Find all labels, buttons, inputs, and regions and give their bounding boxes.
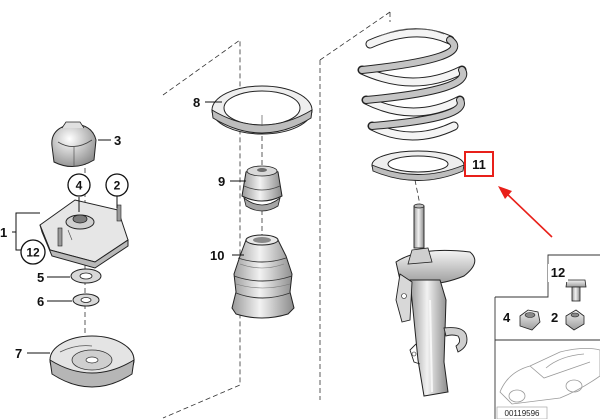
reference-number: 00119596 xyxy=(496,406,548,419)
part-1-strut-mount xyxy=(39,199,129,269)
svg-text:12: 12 xyxy=(26,246,40,260)
callout-7: 7 xyxy=(15,346,22,361)
svg-text:2: 2 xyxy=(114,179,121,193)
highlight-arrow xyxy=(498,186,553,238)
svg-text:11: 11 xyxy=(472,157,486,172)
part-10-protection-boot xyxy=(231,234,295,319)
inset-label-2: 2 xyxy=(551,310,558,325)
part-11-lower-spring-pad xyxy=(371,150,465,181)
coil-spring xyxy=(357,28,468,141)
svg-text:00119596: 00119596 xyxy=(505,409,541,418)
inset-flange-nut-icon xyxy=(565,309,585,331)
callout-8: 8 xyxy=(193,95,200,110)
callout-5: 5 xyxy=(37,270,44,285)
part-8-spring-pad xyxy=(211,85,313,135)
callout-2: 2 xyxy=(105,173,129,197)
callout-6: 6 xyxy=(37,294,44,309)
inset-nut-icon xyxy=(519,309,541,331)
car-silhouette-icon xyxy=(499,348,600,405)
callout-11-highlighted: 11 xyxy=(464,151,494,177)
middle-leaders xyxy=(205,101,246,256)
part-6-washer xyxy=(72,293,100,307)
callout-9: 9 xyxy=(218,174,225,189)
callout-3: 3 xyxy=(114,133,121,148)
part-5-washer xyxy=(70,268,102,284)
part-9-bump-stop xyxy=(241,165,283,212)
svg-text:4: 4 xyxy=(76,179,83,193)
callout-10: 10 xyxy=(210,248,224,263)
strut-assembly xyxy=(395,203,476,397)
callout-1: 1 xyxy=(0,225,7,240)
part-7-lower-seat xyxy=(49,335,135,388)
svg-text:12: 12 xyxy=(551,265,565,280)
inset-box xyxy=(494,254,600,419)
inset-label-4: 4 xyxy=(503,310,511,325)
part-3-strut-cap xyxy=(51,121,97,167)
callout-4: 4 xyxy=(67,173,91,197)
inset-bolt-icon xyxy=(565,279,587,302)
left-leaders xyxy=(12,139,118,354)
callout-12: 12 xyxy=(20,239,46,265)
inset-label-12: 12 xyxy=(548,264,568,282)
